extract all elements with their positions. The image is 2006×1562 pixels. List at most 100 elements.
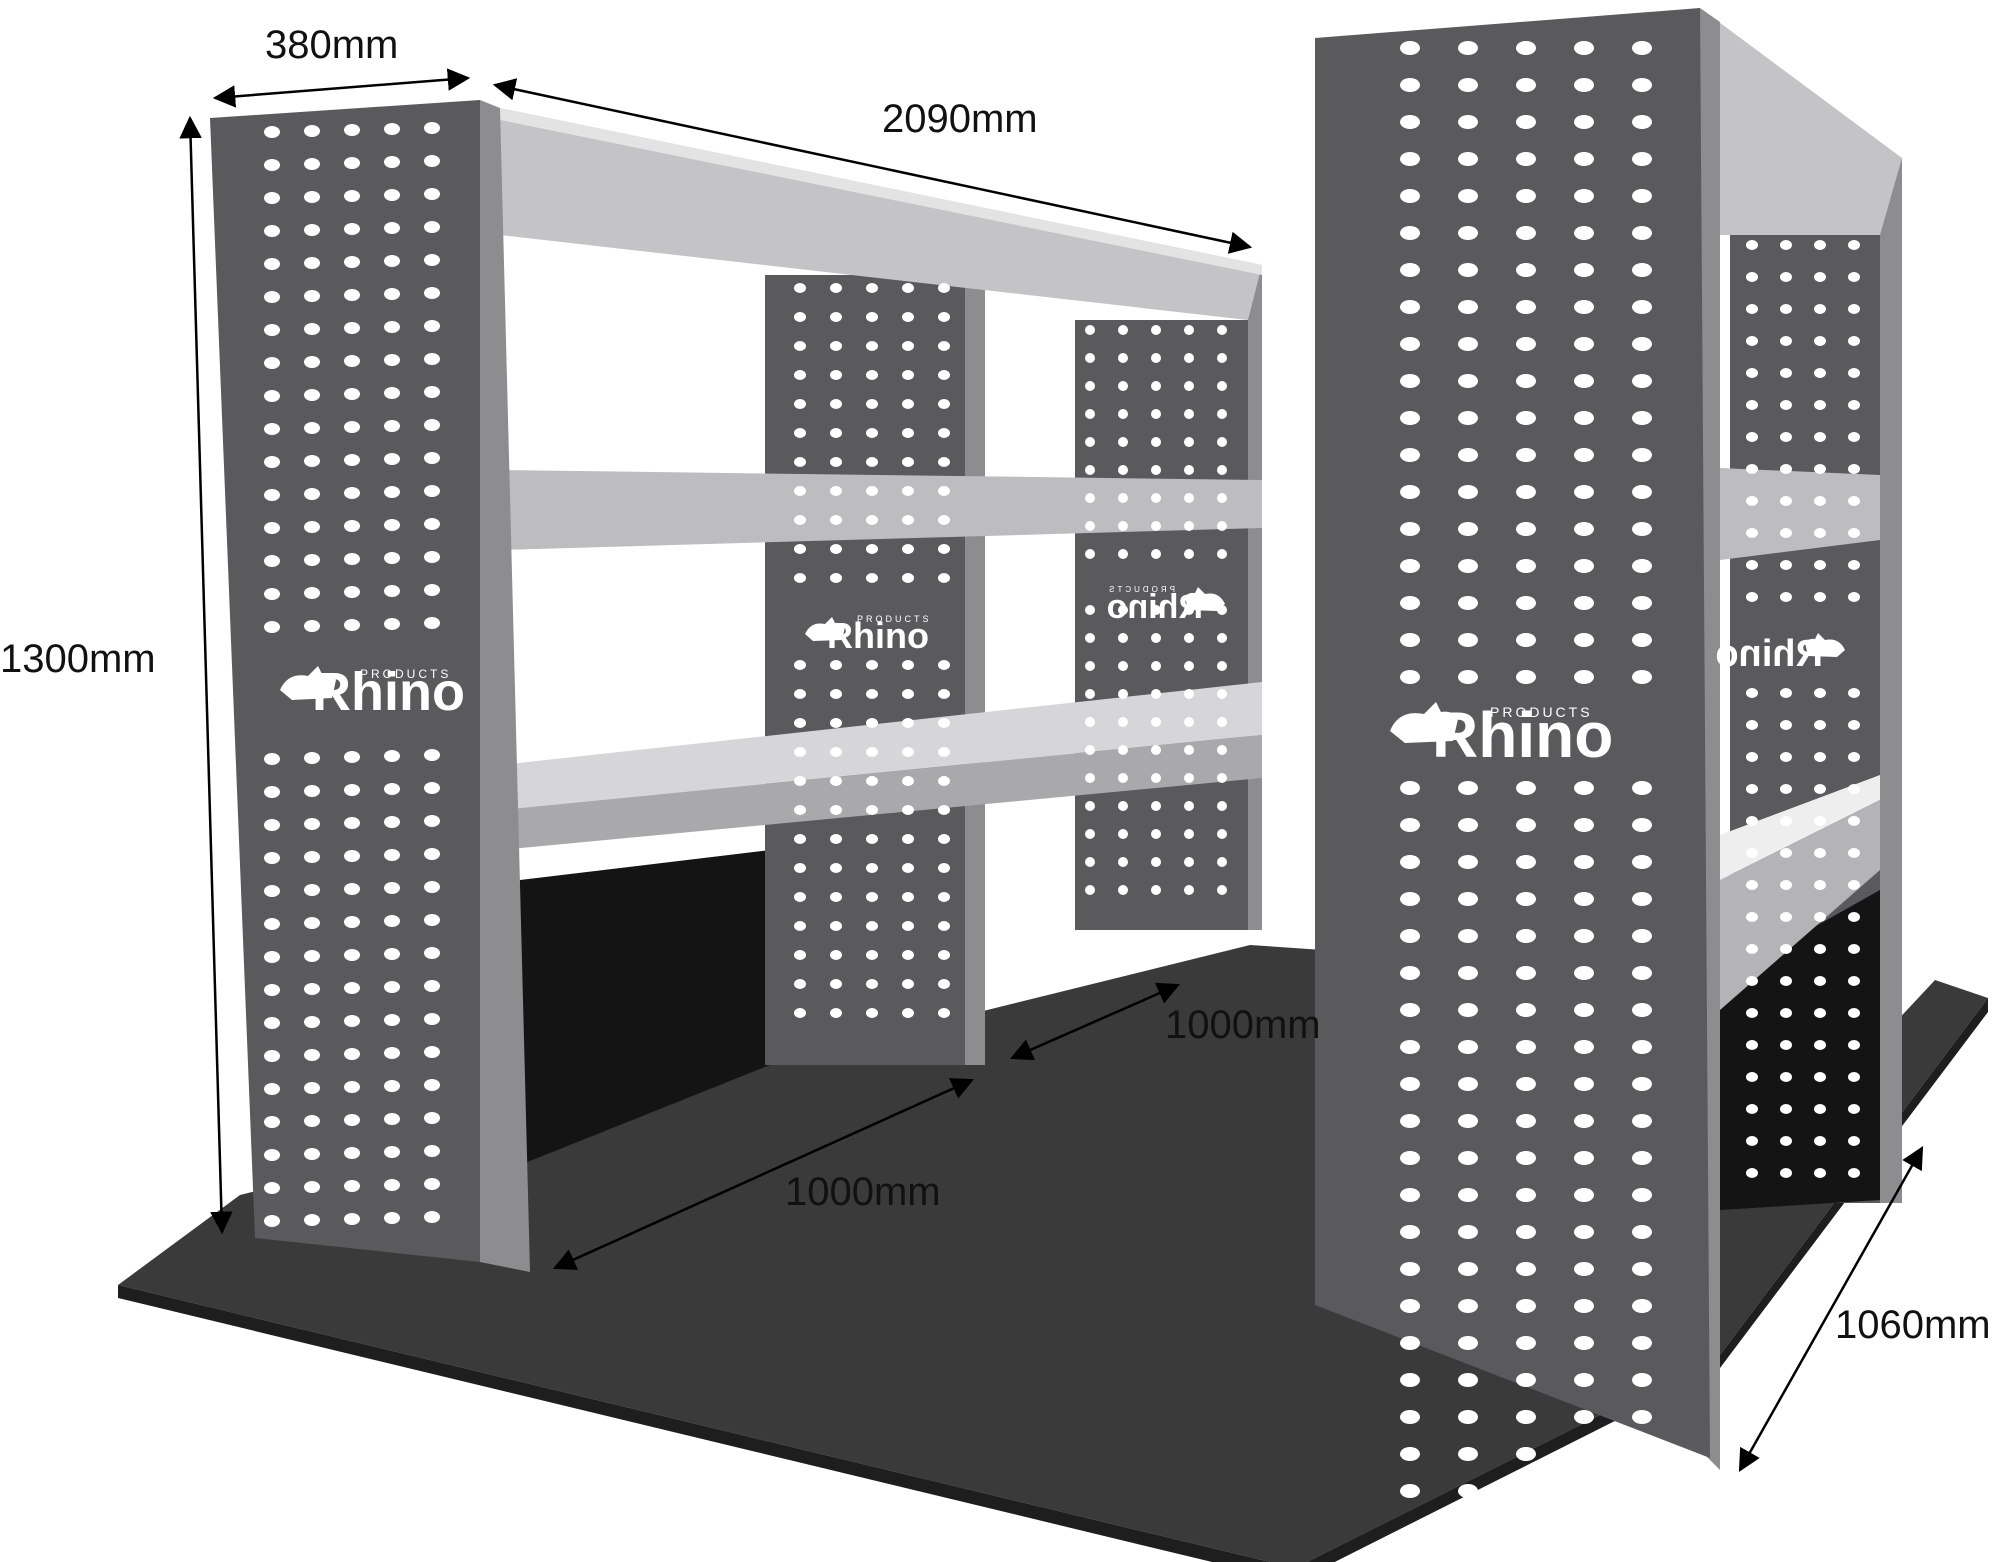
perforation-hole [264,951,280,963]
perforation-hole [1184,829,1194,839]
perforation-hole [1400,1077,1420,1091]
perforation-hole [1400,1225,1420,1239]
perforation-hole [1458,1373,1478,1387]
perforation-hole [1848,336,1860,346]
perforation-hole [344,520,360,532]
perforation-hole [902,341,914,351]
perforation-hole [1814,1168,1826,1178]
perforation-hole [1574,670,1594,684]
perforation-hole [938,834,950,844]
perforation-hole [1516,1077,1536,1091]
perforation-hole [1516,78,1536,92]
perforation-hole [1400,485,1420,499]
perforation-hole [344,487,360,499]
perforation-hole [1780,496,1792,506]
perforation-hole [1632,1410,1652,1424]
perforation-hole [304,1214,320,1226]
front-end-panel [210,100,480,1262]
perforation-hole [1848,688,1860,698]
perforation-hole [830,747,842,757]
perforation-hole [1780,272,1792,282]
perforation-hole [264,918,280,930]
perforation-hole [1217,885,1227,895]
perforation-hole [424,914,440,926]
perforation-hole [424,947,440,959]
perforation-hole [794,892,806,902]
perforation-hole [902,805,914,815]
perforation-hole [1848,1104,1860,1114]
perforation-hole [1516,1373,1536,1387]
perforation-hole [1184,381,1194,391]
perforation-hole [1574,1077,1594,1091]
perforation-hole [1632,115,1652,129]
perforation-hole [384,387,400,399]
perforation-hole [1632,411,1652,425]
perforation-hole [830,805,842,815]
perforation-hole [1151,605,1161,615]
perforation-hole [1814,368,1826,378]
perforation-hole [1118,633,1128,643]
perforation-hole [384,816,400,828]
perforation-hole [794,486,806,496]
perforation-hole [1574,152,1594,166]
perforation-hole [1574,41,1594,55]
left-mid-shelf [500,470,1262,550]
perforation-hole [794,805,806,815]
perforation-hole [1217,633,1227,643]
perforation-hole [1780,336,1792,346]
perforation-hole [1184,857,1194,867]
perforation-hole [1400,1484,1420,1498]
perforation-hole [344,1114,360,1126]
perforation-hole [902,573,914,583]
perforation-hole [344,784,360,796]
perforation-hole [264,852,280,864]
perforation-hole [1458,485,1478,499]
perforation-hole [344,355,360,367]
perforation-hole [902,892,914,902]
perforation-hole [1632,1336,1652,1350]
perforation-hole [344,190,360,202]
perforation-hole [830,515,842,525]
perforation-hole [1151,353,1161,363]
perforation-hole [1085,605,1095,615]
perforation-hole [1632,966,1652,980]
perforation-hole [344,619,360,631]
perforation-hole [938,428,950,438]
perforation-hole [1400,1188,1420,1202]
perforation-hole [304,1049,320,1061]
perforation-hole [866,950,878,960]
perforation-hole [1151,521,1161,531]
right-front-panel-hole-grid [1400,41,1652,1498]
perforation-hole [1746,496,1758,506]
perforation-hole [384,783,400,795]
perforation-hole [1516,818,1536,832]
perforation-hole [424,848,440,860]
perforation-hole [424,1178,440,1190]
perforation-hole [424,1046,440,1058]
arrow-section-left [552,1078,975,1270]
front-end-panel-side [480,100,530,1272]
right-bottom-shelf-top [1720,775,1880,880]
perforation-hole [830,921,842,931]
perforation-hole [424,980,440,992]
perforation-hole [1516,1188,1536,1202]
perforation-hole [264,357,280,369]
perforation-hole [424,518,440,530]
rhino-icon [1805,633,1845,657]
perforation-hole [304,158,320,170]
perforation-hole [794,1008,806,1018]
perforation-hole [1516,929,1536,943]
perforation-hole [1217,465,1227,475]
perforation-hole [384,915,400,927]
perforation-hole [866,428,878,438]
perforation-hole [1574,374,1594,388]
perforation-hole [304,917,320,929]
perforation-hole [264,258,280,270]
perforation-hole [830,486,842,496]
perforation-hole [1400,1299,1420,1313]
perforation-hole [384,1113,400,1125]
perforation-hole [304,851,320,863]
perforation-hole [344,982,360,994]
perforation-hole [938,515,950,525]
perforation-hole [1184,745,1194,755]
